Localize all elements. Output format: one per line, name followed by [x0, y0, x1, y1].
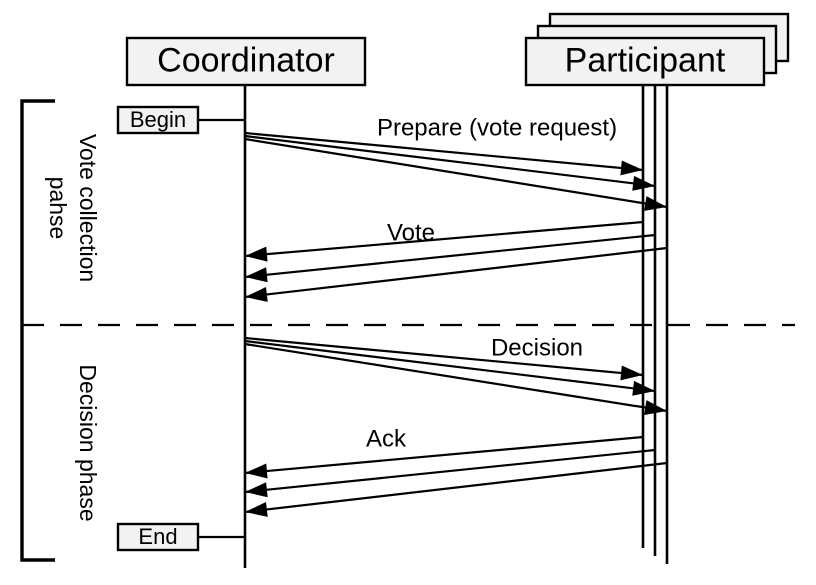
message-prepare-arrow-2	[244, 134, 656, 188]
phase-label-line: Vote collection	[75, 134, 101, 282]
message-prepare-arrowhead-2	[632, 175, 655, 191]
message-vote-arrowhead-3	[245, 287, 268, 302]
message-vote-arrow-1	[244, 220, 644, 258]
end-box[interactable]	[116, 522, 200, 552]
message-decision-arrowhead-2	[632, 380, 655, 396]
participant-box[interactable]	[524, 36, 766, 87]
message-prepare-arrowhead-3	[644, 196, 667, 211]
end-label: End	[138, 524, 177, 549]
message-label-vote: Vote	[387, 219, 435, 246]
begin-marker[interactable]: Begin	[116, 105, 245, 135]
message-decision-arrow-3	[244, 342, 668, 413]
message-ack-arrowhead-1	[245, 463, 268, 479]
phase-label-vote-collection: Vote collection pahse	[45, 134, 101, 282]
phase-bracket	[20, 99, 55, 562]
phase-label-line: Decision phase	[75, 364, 101, 521]
coordinator-head[interactable]: Coordinator	[125, 36, 367, 87]
message-vote-arrowhead-1	[245, 246, 268, 262]
end-marker[interactable]: End	[116, 522, 245, 552]
message-prepare-arrow-1	[244, 131, 644, 172]
bracket-path	[20, 99, 55, 562]
phase-label-line: pahse	[45, 177, 71, 240]
message-decision-arrow-1	[244, 336, 644, 377]
message-vote-arrowhead-2	[245, 267, 268, 283]
message-ack-arrowhead-3	[245, 502, 268, 517]
message-prepare-arrow-3	[244, 137, 668, 209]
message-ack-arrowhead-2	[245, 482, 268, 498]
message-decision-arrowhead-3	[644, 400, 667, 415]
participant-lifelines-group	[641, 85, 669, 564]
message-decision	[244, 336, 668, 415]
coordinator-box[interactable]	[125, 36, 367, 87]
message-label-decision: Decision	[491, 334, 583, 361]
message-ack-arrow-1	[244, 435, 644, 475]
coordinator-label: Coordinator	[157, 41, 335, 79]
message-ack-arrow-2	[244, 448, 656, 494]
message-prepare	[244, 131, 668, 211]
phase-label-decision: Decision phase	[75, 364, 101, 521]
participant-head[interactable]: Participant	[524, 36, 766, 87]
message-prepare-arrowhead-1	[620, 160, 643, 176]
message-ack	[244, 435, 668, 517]
message-label-prepare: Prepare (vote request)	[377, 114, 617, 141]
begin-box[interactable]	[116, 105, 200, 135]
participant-label: Participant	[565, 41, 726, 79]
begin-label: Begin	[130, 107, 186, 132]
message-ack-arrow-3	[244, 461, 668, 514]
message-vote	[244, 220, 668, 302]
message-label-ack: Ack	[366, 425, 407, 452]
message-vote-arrow-2	[244, 233, 656, 279]
messages-group	[244, 131, 668, 517]
message-vote-arrow-3	[244, 246, 668, 299]
message-decision-arrow-2	[244, 339, 656, 393]
message-decision-arrowhead-1	[620, 365, 643, 381]
